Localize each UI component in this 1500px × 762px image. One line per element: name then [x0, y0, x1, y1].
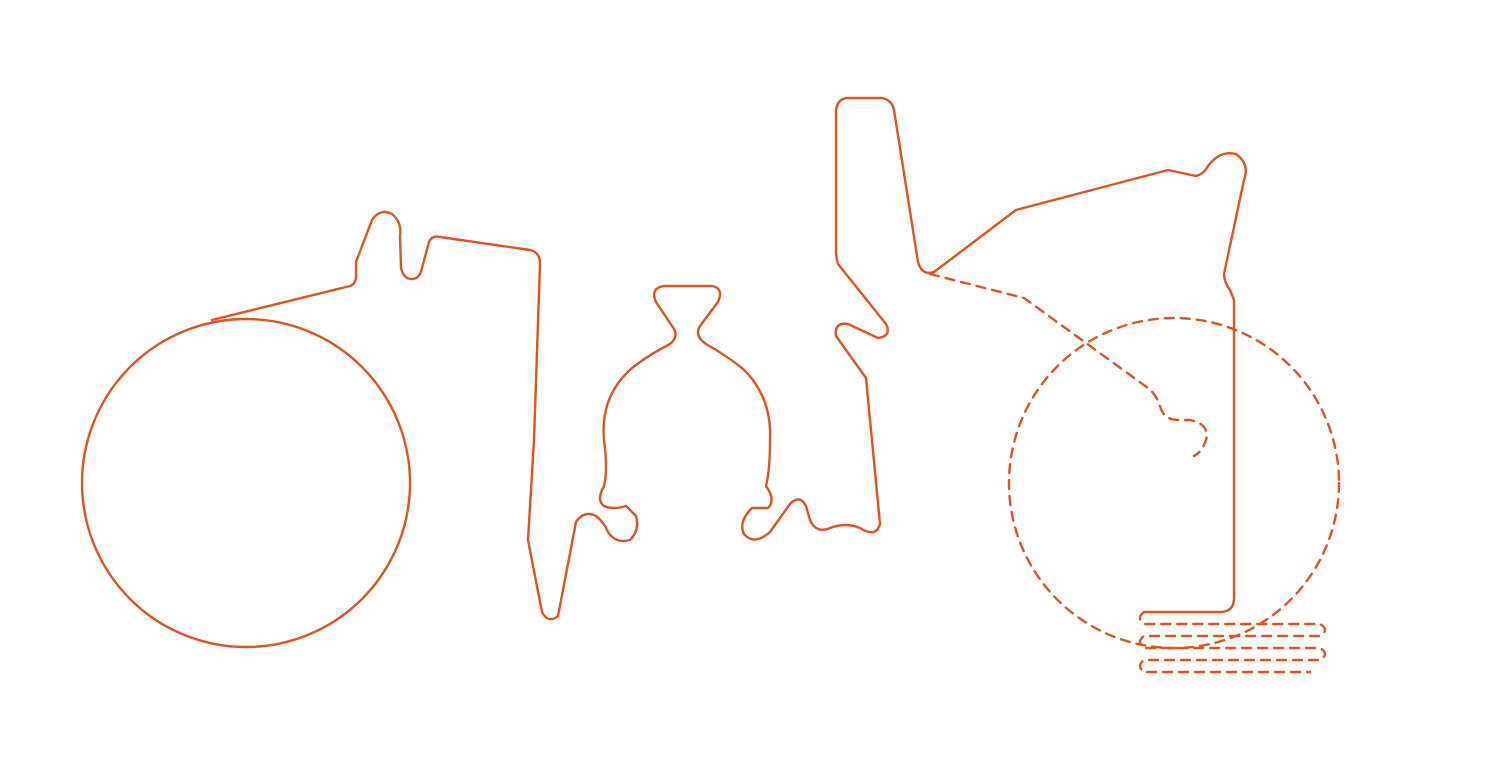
front-frame	[932, 152, 1247, 614]
left-wheel	[80, 317, 412, 649]
front-fork-dashed	[928, 272, 1208, 458]
front-wheel	[1007, 316, 1341, 650]
rear-frame	[210, 210, 639, 621]
seat-arch	[598, 96, 936, 541]
spring-coil	[1138, 610, 1327, 674]
